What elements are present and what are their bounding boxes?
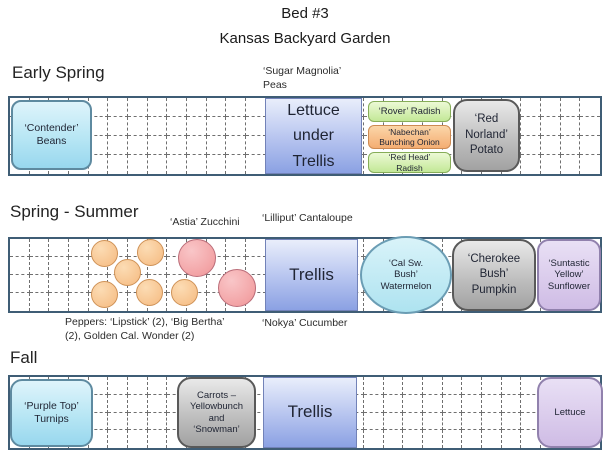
lettuce-under-trellis-label: Lettuce under Trellis — [287, 101, 340, 170]
purple-top-turnips-shape: ‘Purple Top’ Turnips — [10, 379, 93, 447]
nokya-cucumber-label: ‘Nokya’ Cucumber — [262, 317, 348, 329]
watermelon-label: ‘Cal Sw. Bush’ Watermelon — [380, 257, 432, 292]
early-spring-header: Early Spring — [12, 63, 105, 82]
trellis-shape: Trellis — [265, 239, 358, 311]
pepper-circle — [114, 259, 141, 286]
nabechan-onion-label: ‘Nabechan’ Bunching Onion — [379, 126, 440, 147]
red-norland-potato-label: ‘Red Norland’ Potato — [465, 113, 508, 157]
carrots-shape: Carrots – Yellowbunch and ‘Snowman’ — [177, 377, 256, 448]
lettuce-under-trellis-shape: Lettuce under Trellis — [265, 98, 362, 174]
page-title: Bed #3 — [281, 5, 329, 22]
pepper-circle — [91, 281, 118, 308]
pepper-circle — [136, 279, 163, 306]
fall-trellis-label: Trellis — [287, 402, 333, 422]
pumpkin-shape: ‘Cherokee Bush’ Pumpkin — [452, 239, 536, 311]
contender-beans-label: ‘Contender’ Beans — [24, 122, 79, 147]
watermelon-shape: ‘Cal Sw. Bush’ Watermelon — [360, 236, 452, 314]
carrots-label: Carrots – Yellowbunch and ‘Snowman’ — [190, 389, 243, 435]
fall-lettuce-label: Lettuce — [554, 406, 586, 418]
rover-radish-label: ‘Rover’ Radish — [378, 105, 441, 117]
pepper-circle — [171, 279, 198, 306]
nabechan-onion-shape: ‘Nabechan’ Bunching Onion — [368, 125, 451, 149]
redhead-radish-label: ‘Red Head’ Radish — [388, 152, 431, 173]
lilliput-cantaloupe-label: ‘Lilliput’ Cantaloupe — [262, 212, 353, 224]
trellis-label: Trellis — [289, 264, 334, 284]
contender-beans-shape: ‘Contender’ Beans — [11, 100, 92, 170]
rover-radish-shape: ‘Rover’ Radish — [368, 101, 451, 122]
sunflower-label: ‘Suntastic Yellow’ Sunflower — [547, 257, 591, 292]
red-norland-potato-shape: ‘Red Norland’ Potato — [453, 99, 520, 172]
zucchini-circle — [218, 269, 256, 307]
astia-zucchini-label: ‘Astia’ Zucchini — [170, 216, 240, 228]
fall-header: Fall — [10, 348, 38, 367]
spring-summer-bed: Trellis ‘Cal Sw. Bush’ Watermelon ‘Chero… — [8, 236, 602, 314]
spring-summer-header: Spring - Summer — [10, 202, 139, 221]
peppers-label: Peppers: ‘Lipstick’ (2), ‘Big Bertha’ (2… — [65, 316, 225, 342]
zucchini-circle — [178, 239, 216, 277]
fall-bed: ‘Purple Top’ Turnips Carrots – Yellowbun… — [8, 375, 603, 450]
pumpkin-label: ‘Cherokee Bush’ Pumpkin — [467, 252, 521, 296]
early-spring-bed: ‘Contender’ Beans Lettuce under Trellis … — [8, 96, 602, 176]
fall-trellis-shape: Trellis — [263, 377, 357, 448]
redhead-radish-shape: ‘Red Head’ Radish — [368, 152, 451, 173]
sunflower-shape: ‘Suntastic Yellow’ Sunflower — [537, 239, 601, 311]
page-subtitle: Kansas Backyard Garden — [219, 30, 391, 47]
pepper-circle — [91, 240, 118, 267]
fall-lettuce-shape: Lettuce — [537, 377, 603, 448]
purple-top-turnips-label: ‘Purple Top’ Turnips — [24, 400, 79, 425]
sugar-magnolia-peas-label: ‘Sugar Magnolia’ Peas — [263, 65, 342, 91]
pepper-circle — [137, 239, 164, 266]
